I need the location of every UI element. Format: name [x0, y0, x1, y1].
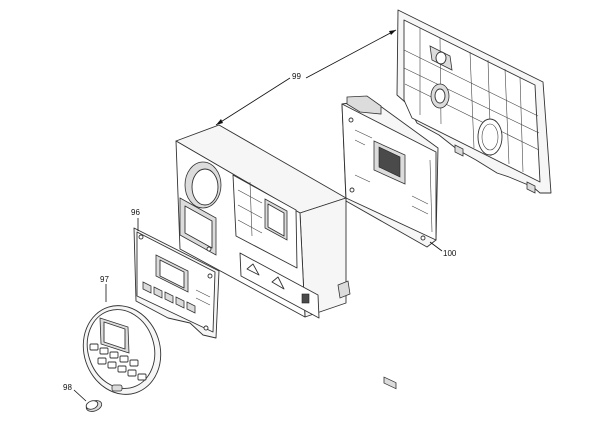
bezel-buttons: [89, 343, 147, 381]
callout-100: 100: [443, 249, 457, 258]
main-housing: [175, 124, 351, 319]
callout-98: 98: [63, 383, 72, 392]
back-mounting-bracket: [396, 9, 552, 194]
panel-buttons: [142, 281, 196, 314]
callout-97: 97: [100, 275, 109, 284]
callout-99: 99: [292, 72, 301, 81]
front-bezel: [82, 305, 162, 395]
circuit-board: [341, 95, 439, 390]
control-panel-board: [133, 227, 220, 339]
callout-96: 96: [131, 208, 140, 217]
leader-lines: [73, 29, 443, 402]
knob-cap: [85, 400, 103, 412]
